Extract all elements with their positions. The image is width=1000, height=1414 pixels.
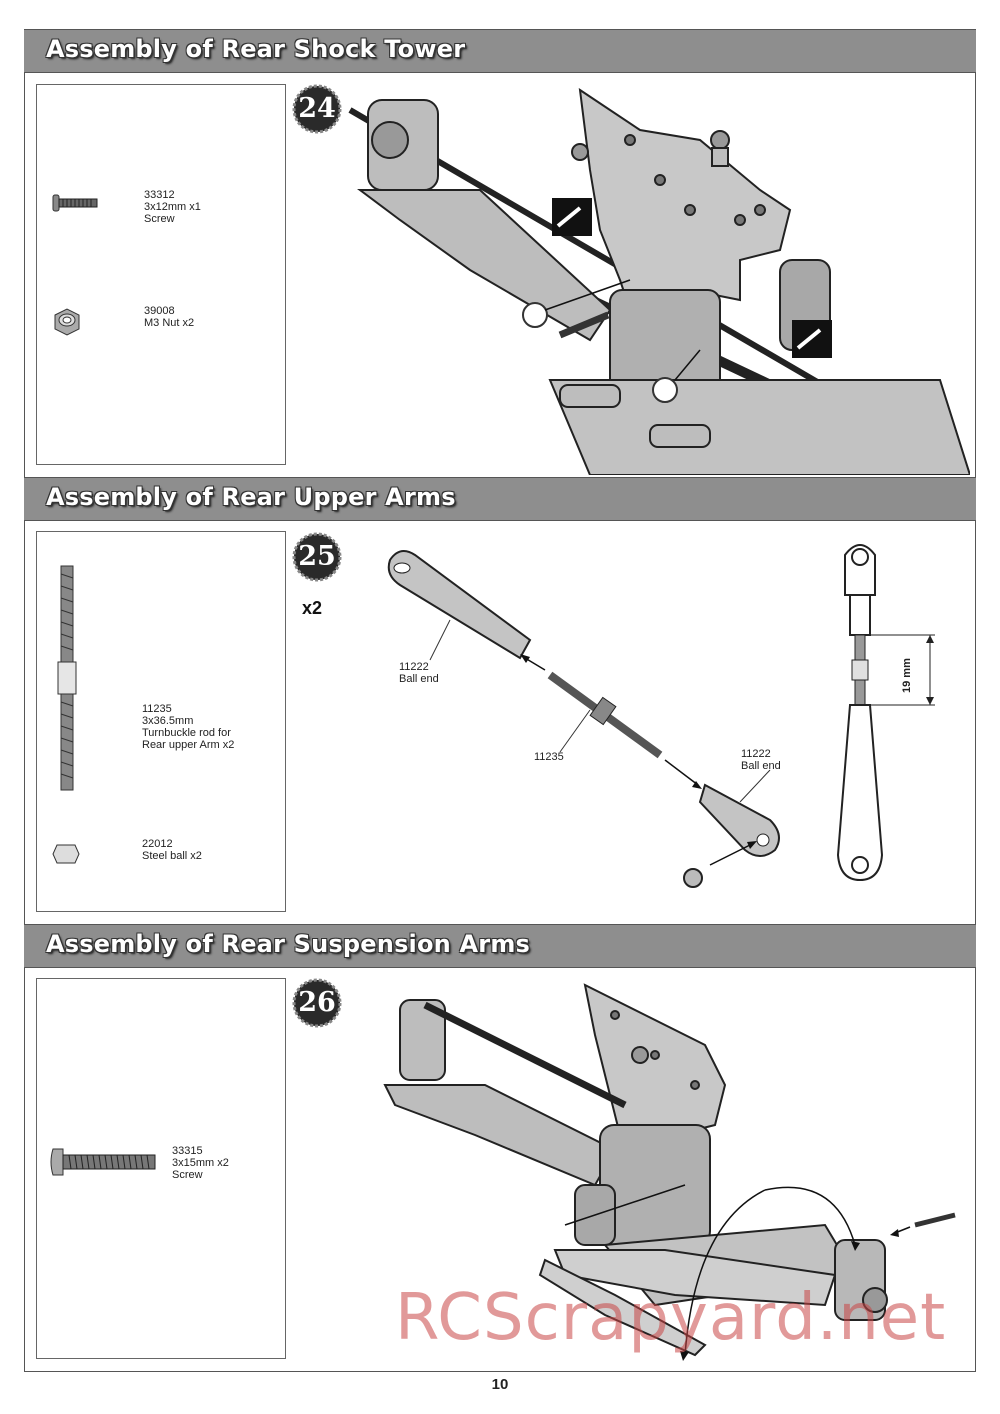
watermark: RCScrapyard.net xyxy=(395,1281,947,1355)
step-number-26: 26 xyxy=(298,987,336,1018)
parts-box-step-25: 11235 3x36.5mm Turnbuckle rod for Rear u… xyxy=(36,531,286,912)
part-label-33315: 33315 3x15mm x2 Screw xyxy=(172,1145,229,1181)
step-badge-26 xyxy=(292,978,342,1028)
part-label-39008: 39008 M3 Nut x2 xyxy=(144,305,195,329)
parts-box-step-26: 33315 3x15mm x2 Screw xyxy=(36,978,286,1359)
steel-ball-icon xyxy=(52,844,80,864)
part-label-22012: 22012 Steel ball x2 xyxy=(142,838,202,862)
section-header-rear-suspension-arms: Assembly of Rear Suspension Arms xyxy=(24,924,976,968)
part-label-11235: 11235 3x36.5mm Turnbuckle rod for Rear u… xyxy=(142,703,235,751)
turnbuckle-rod-icon xyxy=(57,565,77,791)
callout-ball-end-top: 11222 Ball end xyxy=(399,661,439,685)
section-title: Assembly of Rear Upper Arms xyxy=(46,483,456,511)
rear-suspension-arms-diagram xyxy=(383,983,956,1361)
page-number: 10 xyxy=(491,1376,509,1393)
screw-icon xyxy=(50,1148,156,1176)
section-title: Assembly of Rear Shock Tower xyxy=(46,35,466,63)
section-header-rear-upper-arms: Assembly of Rear Upper Arms xyxy=(24,477,976,521)
section-header-rear-shock-tower: Assembly of Rear Shock Tower xyxy=(24,29,976,73)
step-number-25: 25 xyxy=(298,541,336,572)
part-label-33312: 33312 3x12mm x1 Screw xyxy=(144,189,201,225)
section-title: Assembly of Rear Suspension Arms xyxy=(46,930,531,958)
callout-ball-end-bottom: 11222 Ball end xyxy=(741,748,781,772)
upper-arm-assembled-diagram xyxy=(836,544,935,882)
callout-turnbuckle-rod: 11235 xyxy=(534,751,564,763)
screw-icon xyxy=(52,194,98,212)
quantity-label: x2 xyxy=(302,598,323,618)
parts-box-step-24: 33312 3x12mm x1 Screw 39008 M3 Nut x2 xyxy=(36,84,286,465)
rear-shock-tower-diagram xyxy=(348,87,970,475)
upper-arm-exploded-diagram xyxy=(387,550,780,888)
step-number-24: 24 xyxy=(298,93,336,124)
step-badge-24 xyxy=(292,84,342,134)
nut-icon xyxy=(54,308,80,336)
step-badge-25 xyxy=(292,532,342,582)
callout-dimension: 19 mm xyxy=(901,658,913,693)
